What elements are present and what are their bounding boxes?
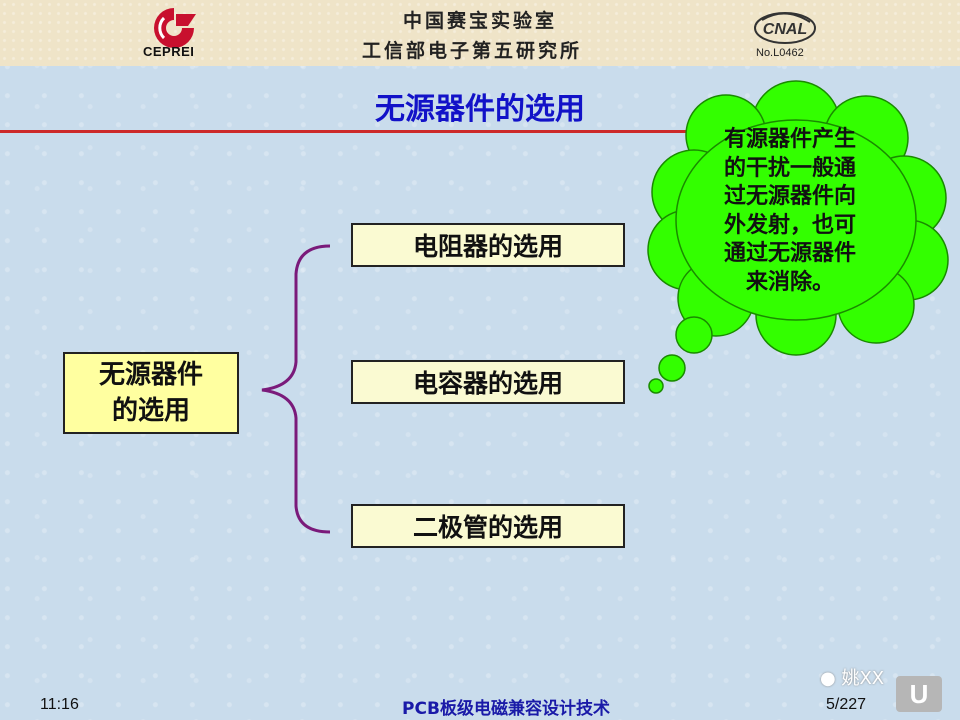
page-number: 5/227 <box>826 696 867 713</box>
ceprei-logo-text: CEPREI <box>143 44 195 59</box>
org-name-line1: 中国赛宝实验室 <box>402 10 557 32</box>
slide-header: CEPREI 中国赛宝实验室 工信部电子第五研究所 CNAL No.L0462 <box>0 0 960 66</box>
title-rule <box>0 130 700 133</box>
footer-title: PCB板级电磁兼容设计技术 <box>402 699 610 719</box>
cnal-logo-text: No.L0462 <box>756 47 804 59</box>
root-concept-line1: 无源器件 <box>98 360 203 390</box>
item-box-resistor: 电阻器的选用 <box>351 223 625 267</box>
org-name-line2: 工信部电子第五研究所 <box>361 40 582 62</box>
callout-line: 外发射，也可 <box>723 212 856 238</box>
callout-line: 的干扰一般通 <box>723 155 856 181</box>
callout-line: 有源器件产生 <box>723 127 856 152</box>
callout-text: 有源器件产生 的干扰一般通 过无源器件向 外发射，也可 通过无源器件 来消除。 <box>680 126 900 297</box>
watermark-logo-icon: U <box>896 676 942 712</box>
thought-cloud-callout <box>647 80 949 394</box>
slide-title: 无源器件的选用 <box>375 92 585 127</box>
item-box-diode: 二极管的选用 <box>351 504 625 548</box>
callout-line: 通过无源器件 <box>723 241 856 266</box>
callout-line: 来消除。 <box>745 269 834 295</box>
item-label: 二极管的选用 <box>412 513 563 542</box>
cnal-logo-icon: CNAL <box>754 12 816 44</box>
item-label: 电阻器的选用 <box>412 232 563 261</box>
root-concept-box: 无源器件 的选用 <box>63 352 239 434</box>
watermark-text: ● 姚XX <box>820 664 884 690</box>
item-label: 电容器的选用 <box>412 369 563 398</box>
footer-time: 11:16 <box>40 696 79 713</box>
curly-brace <box>261 244 331 534</box>
watermark-label: 姚XX <box>841 668 885 689</box>
ceprei-logo-icon <box>154 8 196 48</box>
root-concept-line2: 的选用 <box>111 396 190 426</box>
callout-line: 过无源器件向 <box>723 184 856 209</box>
svg-text:CNAL: CNAL <box>763 21 807 38</box>
wechat-icon: ● <box>820 668 836 689</box>
item-box-capacitor: 电容器的选用 <box>351 360 625 404</box>
